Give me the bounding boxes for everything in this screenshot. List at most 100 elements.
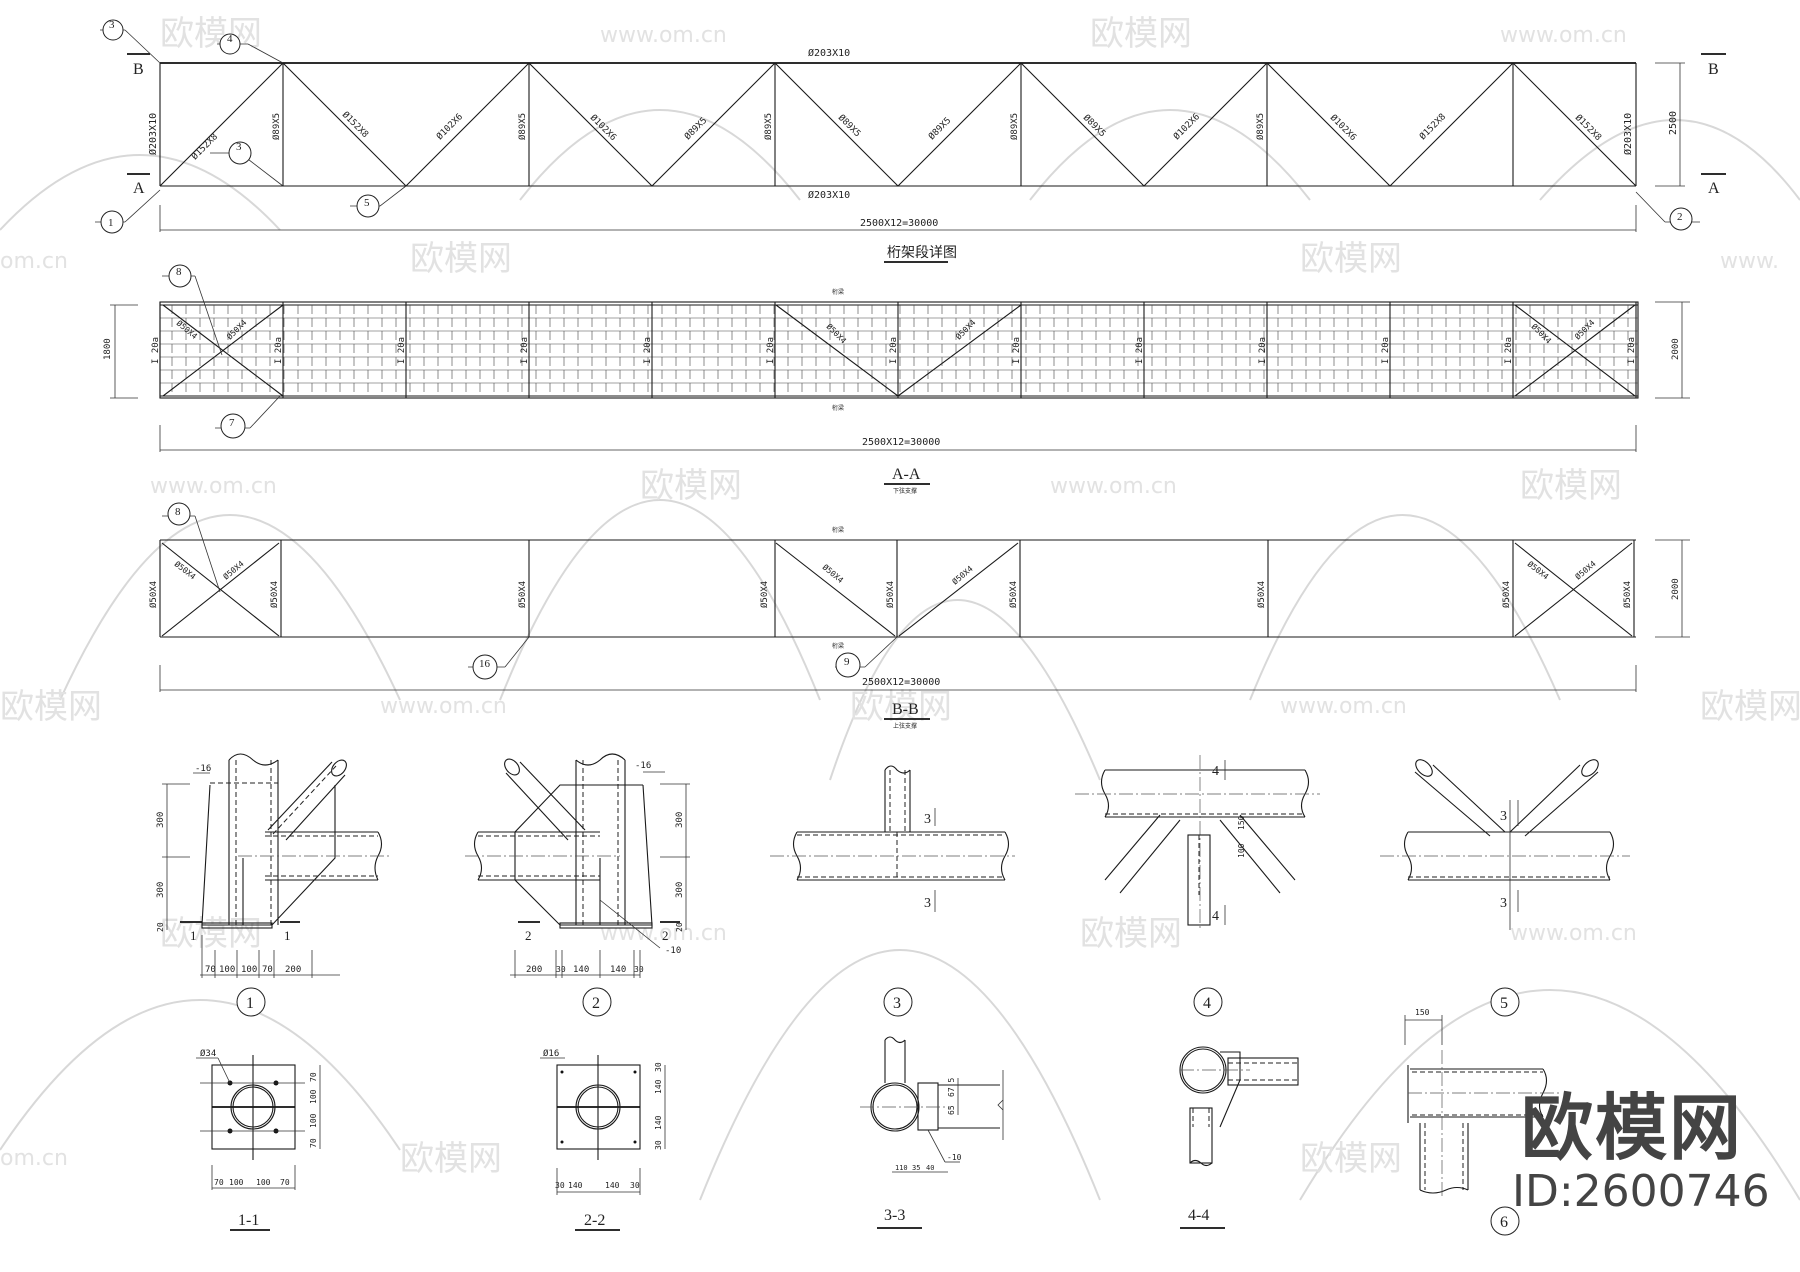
svg-text:欧模网: 欧模网: [1520, 466, 1622, 506]
svg-text:Ø50X4: Ø50X4: [517, 581, 528, 608]
section-1-1-title: 1-1: [238, 1212, 259, 1229]
callout-3-mid: 3: [210, 141, 284, 187]
section-mark-b-left: B: [133, 61, 144, 78]
callout-1: 1: [95, 189, 161, 234]
svg-text:Ø89X5: Ø89X5: [763, 113, 774, 140]
svg-text:Ø102X6: Ø102X6: [588, 112, 619, 143]
svg-text:Ø89X5: Ø89X5: [1009, 113, 1020, 140]
detail-3-number: 3: [893, 995, 901, 1012]
detail-6-number: 6: [1500, 1214, 1508, 1231]
aa-width-dim-right: 2000: [1671, 338, 1681, 360]
svg-text:欧模网: 欧模网: [1300, 1139, 1402, 1179]
svg-text:70: 70: [280, 1178, 290, 1187]
svg-text:Ø89X5: Ø89X5: [926, 115, 953, 142]
svg-text:100: 100: [309, 1089, 318, 1104]
svg-text:67.5: 67.5: [947, 1078, 956, 1097]
svg-text:Ø50X4: Ø50X4: [221, 558, 246, 581]
svg-text:30: 30: [654, 1140, 663, 1150]
svg-text:www.: www.: [1720, 249, 1779, 274]
svg-text:欧模网: 欧模网: [1700, 687, 1800, 727]
svg-text:30: 30: [630, 1181, 640, 1190]
section-aa-subtitle: 下弦支撑: [893, 487, 917, 495]
svg-text:欧模网: 欧模网: [1080, 914, 1182, 954]
svg-text:3: 3: [109, 19, 115, 31]
svg-text:30: 30: [634, 965, 644, 974]
watermark-id-block: 欧模网 ID:2600746: [1512, 1086, 1770, 1216]
section-bb-title: B-B: [892, 701, 919, 718]
svg-text:Ø50X4: Ø50X4: [148, 581, 159, 608]
i20a-beam-label: I 20a: [1504, 337, 1514, 364]
svg-text:Ø102X6: Ø102X6: [434, 111, 465, 142]
watermark-arcs: [0, 109, 1800, 1201]
svg-text:Ø89X5: Ø89X5: [682, 115, 709, 142]
svg-text:Ø152X8: Ø152X8: [189, 131, 220, 162]
aa-width-dim-left: 1800: [103, 338, 113, 360]
detail-2-number: 2: [592, 995, 600, 1012]
section-2-2-title: 2-2: [584, 1212, 605, 1229]
svg-text:Ø50X4: Ø50X4: [885, 581, 896, 608]
svg-text:Ø89X5: Ø89X5: [517, 113, 528, 140]
svg-text:欧模网: 欧模网: [850, 687, 952, 727]
svg-text:www.om.cn: www.om.cn: [150, 474, 277, 499]
svg-text:3: 3: [1500, 896, 1507, 911]
i20a-beam-label: I 20a: [274, 337, 284, 364]
detail-5: 3 3 5: [1380, 759, 1630, 1017]
svg-text:桁梁: 桁梁: [832, 526, 844, 534]
detail-4-number: 4: [1203, 995, 1211, 1012]
svg-text:4: 4: [1212, 909, 1219, 924]
callout-7-aa: 7: [215, 395, 281, 439]
svg-text:Ø102X6: Ø102X6: [1171, 111, 1202, 142]
i20a-beam-label: I 20a: [766, 337, 776, 364]
section-bb-subtitle: 上弦支撑: [893, 722, 917, 730]
detail-1: 1 1 -16 300 300 20 70 100 100 70 200 1: [156, 753, 390, 1017]
svg-text:300: 300: [675, 812, 685, 828]
drawing-title-group: 桁架段详图: [884, 244, 957, 263]
watermark-brand-large: 欧模网: [1520, 1086, 1743, 1170]
svg-text:Ø50X4: Ø50X4: [821, 562, 846, 585]
svg-text:70: 70: [309, 1072, 318, 1082]
section-1-1: Ø34 70 100 100 70 70 100 100 70 1-1: [196, 1048, 321, 1231]
svg-text:140: 140: [605, 1181, 620, 1190]
svg-text:www.om.cn: www.om.cn: [380, 694, 507, 719]
svg-text:70: 70: [214, 1178, 224, 1187]
callout-3-top: 3: [100, 19, 161, 64]
svg-text:2: 2: [525, 928, 532, 943]
section-3-3: 67.5 65 -10 110 35 40 3-3: [860, 1036, 1004, 1229]
section-4-4-title: 4-4: [1188, 1207, 1209, 1224]
detail-6: 150 6: [1404, 1008, 1560, 1236]
svg-text:100: 100: [241, 965, 257, 975]
svg-text:70: 70: [205, 965, 216, 975]
section-mark-b-right: B: [1708, 61, 1719, 78]
svg-text:Ø50X4: Ø50X4: [825, 321, 849, 345]
svg-text:30: 30: [556, 965, 566, 974]
truss-height-dim: 2500: [1668, 111, 1679, 135]
svg-text:300: 300: [156, 882, 166, 898]
svg-text:www.om.cn: www.om.cn: [1050, 474, 1177, 499]
svg-text:Ø89X5: Ø89X5: [836, 112, 863, 139]
svg-text:Ø89X5: Ø89X5: [271, 113, 282, 140]
i20a-beam-label: I 20a: [397, 337, 407, 364]
section-3-3-title: 3-3: [884, 1207, 905, 1224]
svg-text:欧模网: 欧模网: [1090, 14, 1192, 54]
svg-text:Ø50X4: Ø50X4: [953, 317, 977, 341]
svg-text:40: 40: [926, 1164, 934, 1172]
svg-text:300: 300: [156, 812, 166, 828]
svg-text:1: 1: [284, 928, 291, 943]
svg-text:200: 200: [526, 965, 542, 975]
svg-text:110: 110: [895, 1164, 908, 1172]
svg-text:欧模网: 欧模网: [0, 687, 102, 727]
svg-text:Ø50X4: Ø50X4: [1573, 558, 1598, 581]
svg-text:Ø50X4: Ø50X4: [1572, 317, 1596, 341]
truss-length-dim: 2500X12=30000: [860, 218, 938, 229]
svg-text:Ø16: Ø16: [543, 1048, 559, 1059]
svg-text:30: 30: [555, 1181, 565, 1190]
svg-text:om.cn: om.cn: [0, 249, 68, 274]
svg-text:65: 65: [947, 1105, 956, 1115]
svg-text:2: 2: [662, 928, 669, 943]
svg-text:桁梁: 桁梁: [832, 288, 844, 296]
left-post-label: Ø203X10: [147, 113, 159, 155]
i20a-beam-label: I 20a: [1258, 337, 1268, 364]
svg-text:桁梁: 桁梁: [832, 642, 844, 650]
svg-text:8: 8: [176, 266, 182, 278]
truss-elevation: Ø203X10 Ø203X10 Ø203X10 Ø203X10 Ø152X8 Ø…: [95, 19, 1726, 234]
